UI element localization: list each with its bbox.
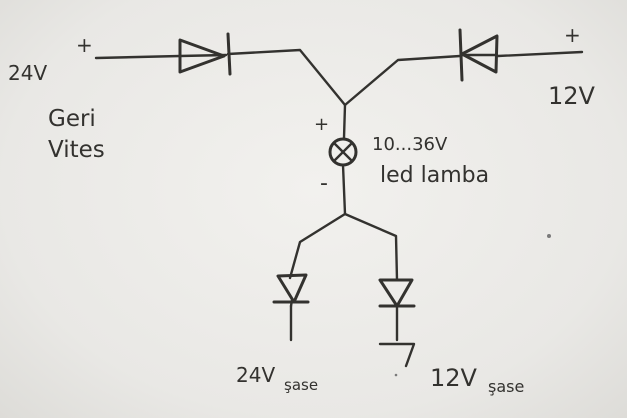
label-lamp-minus: -: [320, 171, 328, 196]
diode-12v-ground: [378, 278, 416, 368]
label-24v-plus: +: [76, 33, 93, 57]
label-lamp-plus: +: [314, 114, 329, 135]
label-12v-input: 12V: [548, 82, 596, 110]
lamp-feed-wire: [342, 103, 347, 140]
label-12v-ground: 12V: [430, 364, 478, 392]
label-lamp-name: led lamba: [380, 163, 489, 188]
input-24v-wire: [94, 48, 347, 107]
label-12v-plus: +: [564, 23, 581, 47]
label-24v-input: 24V: [8, 61, 47, 85]
label-24v-ground-sub: şase: [284, 376, 318, 394]
label-lamp-rating: 10...36V: [372, 134, 448, 155]
paper-speck: [394, 373, 398, 377]
label-12v-ground-sub: şase: [488, 377, 524, 396]
label-vites: Vites: [48, 137, 105, 163]
lamp-return-wire: [288, 163, 399, 282]
lamp-symbol: [328, 137, 358, 167]
paper-speck: [547, 234, 551, 238]
diode-24v-ground: [272, 273, 310, 342]
diode-24v-input: [178, 32, 232, 76]
input-12v-wire: [343, 50, 584, 107]
diode-12v-input: [458, 28, 499, 82]
label-24v-ground: 24V: [236, 363, 275, 387]
label-geri: Geri: [48, 106, 96, 132]
